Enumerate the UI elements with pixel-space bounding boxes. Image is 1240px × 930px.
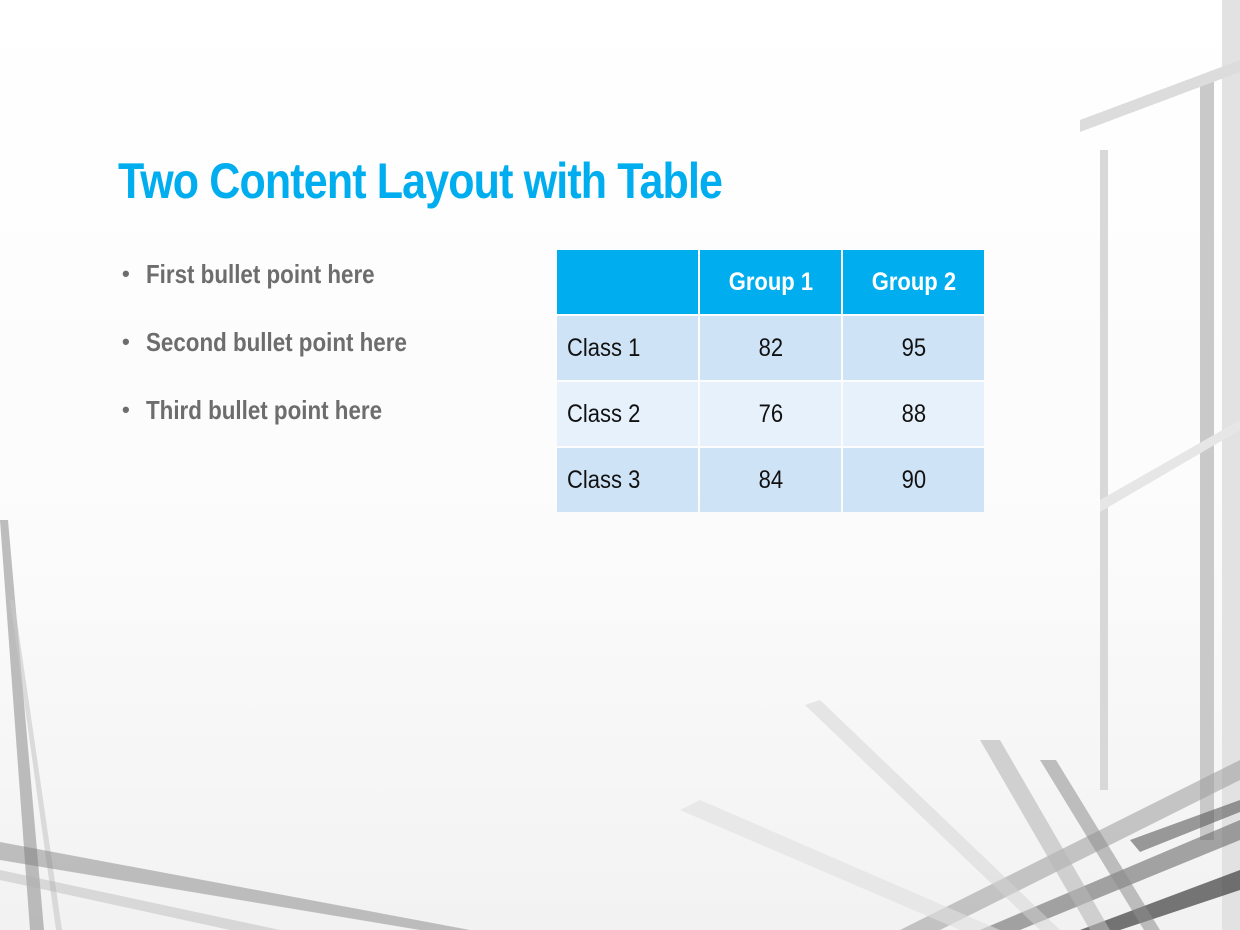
table-cell: 95 bbox=[843, 316, 984, 380]
table-cell: 88 bbox=[843, 382, 984, 446]
table-header-row: Group 1 Group 2 bbox=[557, 250, 984, 314]
slide-title: Two Content Layout with Table bbox=[118, 153, 723, 209]
data-table: Group 1 Group 2 Class 1 82 95 Class 2 76… bbox=[555, 248, 986, 514]
table-cell: 82 bbox=[700, 316, 841, 380]
bullet-dot-icon: • bbox=[122, 329, 130, 354]
bullet-dot-icon: • bbox=[122, 261, 130, 286]
bullet-item: • Second bullet point here bbox=[122, 324, 542, 392]
table-row: Class 2 76 88 bbox=[557, 382, 984, 446]
table-row-label: Class 1 bbox=[557, 316, 698, 380]
table-row: Class 1 82 95 bbox=[557, 316, 984, 380]
bullet-text: Third bullet point here bbox=[146, 395, 383, 425]
bullet-text: Second bullet point here bbox=[146, 327, 407, 357]
bullet-list: • First bullet point here • Second bulle… bbox=[122, 256, 542, 460]
table-cell: 76 bbox=[700, 382, 841, 446]
table-row: Class 3 84 90 bbox=[557, 448, 984, 512]
table-cell: 84 bbox=[700, 448, 841, 512]
table-cell: 90 bbox=[843, 448, 984, 512]
table-header-cell: Group 2 bbox=[843, 250, 984, 314]
table-row-label: Class 3 bbox=[557, 448, 698, 512]
table-header-cell bbox=[557, 250, 698, 314]
bullet-dot-icon: • bbox=[122, 397, 130, 422]
bullet-item: • Third bullet point here bbox=[122, 392, 542, 460]
table-row-label: Class 2 bbox=[557, 382, 698, 446]
bullet-item: • First bullet point here bbox=[122, 256, 542, 324]
table-header-cell: Group 1 bbox=[700, 250, 841, 314]
bullet-text: First bullet point here bbox=[146, 259, 375, 289]
